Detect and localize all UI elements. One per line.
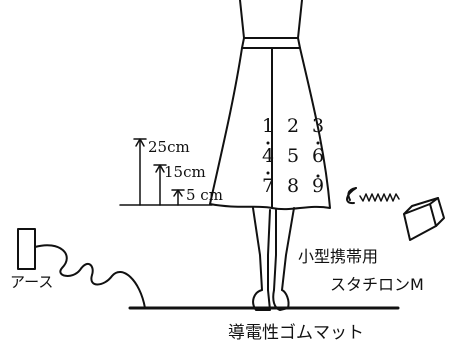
- device-label-line1: 小型携帯用: [298, 247, 378, 266]
- point-2: 2: [287, 115, 299, 137]
- earth-label: アース: [10, 273, 53, 291]
- point-6: 6: [312, 145, 324, 167]
- point-9: 9: [312, 175, 324, 197]
- dim-15cm-arrow: [155, 164, 165, 173]
- device-spring: [359, 193, 400, 202]
- point-marker: [266, 141, 270, 145]
- point-marker: [266, 171, 270, 175]
- right-leg-inner: [273, 209, 277, 291]
- device-cord-end: [347, 187, 357, 201]
- waistband: [241, 37, 301, 49]
- mat-label: 導電性ゴムマット: [228, 322, 364, 343]
- dim-5cm-label: 5 cm: [186, 186, 223, 204]
- dim-25cm-arrow: [135, 138, 145, 147]
- dim-15cm-label: 15cm: [164, 163, 206, 181]
- torso-outline: [239, 0, 303, 39]
- point-1: 1: [262, 115, 274, 137]
- earth-wire: [34, 244, 146, 309]
- left-leg: [252, 207, 263, 291]
- point-marker: [316, 174, 320, 178]
- dim-25cm-line: [133, 138, 147, 206]
- dim-5cm-arrow: [173, 189, 183, 197]
- point-8: 8: [287, 175, 299, 197]
- dim-25cm-label: 25cm: [148, 138, 190, 156]
- left-shoe: [252, 289, 271, 311]
- point-3: 3: [312, 115, 324, 137]
- point-5: 5: [287, 145, 299, 167]
- point-marker: [316, 141, 320, 145]
- device-label-line2: スタチロンM: [330, 275, 424, 294]
- earth-terminal: [17, 228, 36, 270]
- point-4: 4: [262, 145, 274, 167]
- left-leg-inner: [267, 209, 271, 291]
- device-body-top: [403, 197, 439, 215]
- device-body-side: [435, 197, 445, 227]
- dim-5cm-line: [171, 189, 185, 206]
- point-7: 7: [262, 175, 274, 197]
- right-leg: [281, 207, 295, 291]
